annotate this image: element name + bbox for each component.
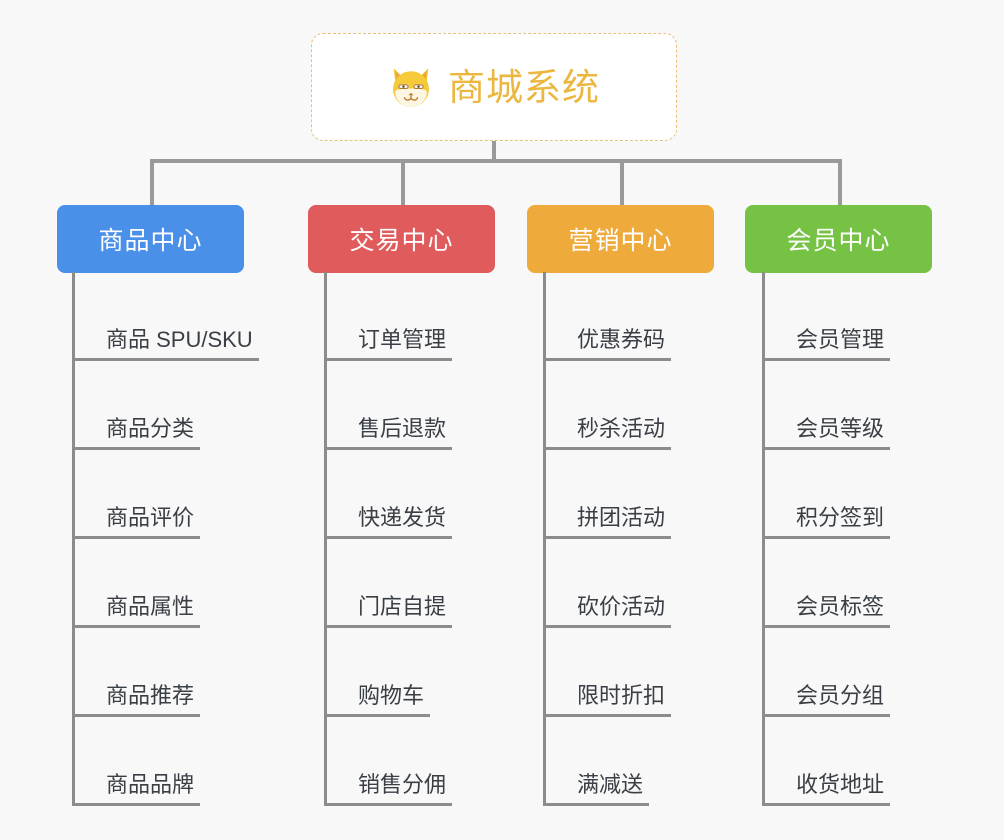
category-label: 交易中心: [349, 227, 454, 255]
leaf-item[interactable]: 订单管理: [324, 272, 453, 361]
leaf-spine: [72, 272, 75, 806]
connector-drop-trade-center: [401, 159, 405, 207]
leaf-item-label: 销售分佣: [324, 774, 453, 806]
leaf-item-label: 商品 SPU/SKU: [72, 329, 259, 361]
leaf-item-label: 商品推荐: [72, 685, 201, 717]
category-label: 营销中心: [568, 227, 673, 255]
leaf-item[interactable]: 会员等级: [762, 361, 891, 450]
category-box-member-center[interactable]: 会员中心: [745, 205, 932, 273]
leaf-item-label: 砍价活动: [543, 596, 672, 628]
leaf-item[interactable]: 商品推荐: [72, 628, 201, 717]
leaf-item[interactable]: 限时折扣: [543, 628, 672, 717]
leaf-item[interactable]: 售后退款: [324, 361, 453, 450]
root-title: 商城系统: [448, 66, 600, 108]
connector-root-stem: [492, 141, 496, 163]
leaf-item-label: 会员管理: [762, 329, 891, 361]
leaf-item[interactable]: 收货地址: [762, 717, 891, 806]
connector-drop-product-center: [150, 159, 154, 207]
category-box-product-center[interactable]: 商品中心: [57, 205, 244, 273]
leaf-spine: [324, 272, 327, 806]
connector-drop-member-center: [838, 159, 842, 207]
leaf-item-label: 积分签到: [762, 507, 891, 539]
leaf-item[interactable]: 会员分组: [762, 628, 891, 717]
leaf-item-label: 商品属性: [72, 596, 201, 628]
category-label: 商品中心: [98, 227, 203, 255]
leaf-item-label: 收货地址: [762, 774, 891, 806]
leaf-item[interactable]: 砍价活动: [543, 539, 672, 628]
leaf-item-label: 门店自提: [324, 596, 453, 628]
category-label: 会员中心: [786, 227, 891, 255]
leaf-item-label: 售后退款: [324, 418, 453, 450]
category-box-trade-center[interactable]: 交易中心: [308, 205, 495, 273]
leaf-item[interactable]: 优惠券码: [543, 272, 672, 361]
connector-drop-marketing-center: [620, 159, 624, 207]
leaf-item-label: 秒杀活动: [543, 418, 672, 450]
leaf-item[interactable]: 会员标签: [762, 539, 891, 628]
leaf-item-label: 满减送: [543, 774, 650, 806]
leaf-spine: [762, 272, 765, 806]
leaf-item[interactable]: 商品属性: [72, 539, 201, 628]
leaf-spine: [543, 272, 546, 806]
leaf-item-label: 商品评价: [72, 507, 201, 539]
leaf-item[interactable]: 商品品牌: [72, 717, 201, 806]
leaf-item[interactable]: 销售分佣: [324, 717, 453, 806]
leaf-item-label: 商品品牌: [72, 774, 201, 806]
leaf-item[interactable]: 门店自提: [324, 539, 453, 628]
connector-horizontal-bus: [150, 159, 842, 163]
leaf-item-label: 会员分组: [762, 685, 891, 717]
leaf-item-label: 优惠券码: [543, 329, 672, 361]
leaf-item[interactable]: 满减送: [543, 717, 650, 806]
leaf-item-label: 订单管理: [324, 329, 453, 361]
leaf-item-label: 商品分类: [72, 418, 201, 450]
leaf-item[interactable]: 商品分类: [72, 361, 201, 450]
root-node[interactable]: 商城系统: [311, 33, 677, 141]
leaf-item[interactable]: 快递发货: [324, 450, 453, 539]
leaf-item-label: 购物车: [324, 685, 431, 717]
leaf-item-label: 快递发货: [324, 507, 453, 539]
leaf-item[interactable]: 商品评价: [72, 450, 201, 539]
leaf-item-label: 限时折扣: [543, 685, 672, 717]
leaf-item[interactable]: 积分签到: [762, 450, 891, 539]
leaf-item-label: 拼团活动: [543, 507, 672, 539]
leaf-item[interactable]: 秒杀活动: [543, 361, 672, 450]
leaf-item[interactable]: 购物车: [324, 628, 431, 717]
category-box-marketing-center[interactable]: 营销中心: [527, 205, 714, 273]
leaf-item[interactable]: 商品 SPU/SKU: [72, 272, 259, 361]
leaf-item-label: 会员标签: [762, 596, 891, 628]
leaf-item[interactable]: 拼团活动: [543, 450, 672, 539]
shiba-dog-face-icon: [393, 68, 429, 108]
leaf-item-label: 会员等级: [762, 418, 891, 450]
leaf-item[interactable]: 会员管理: [762, 272, 891, 361]
